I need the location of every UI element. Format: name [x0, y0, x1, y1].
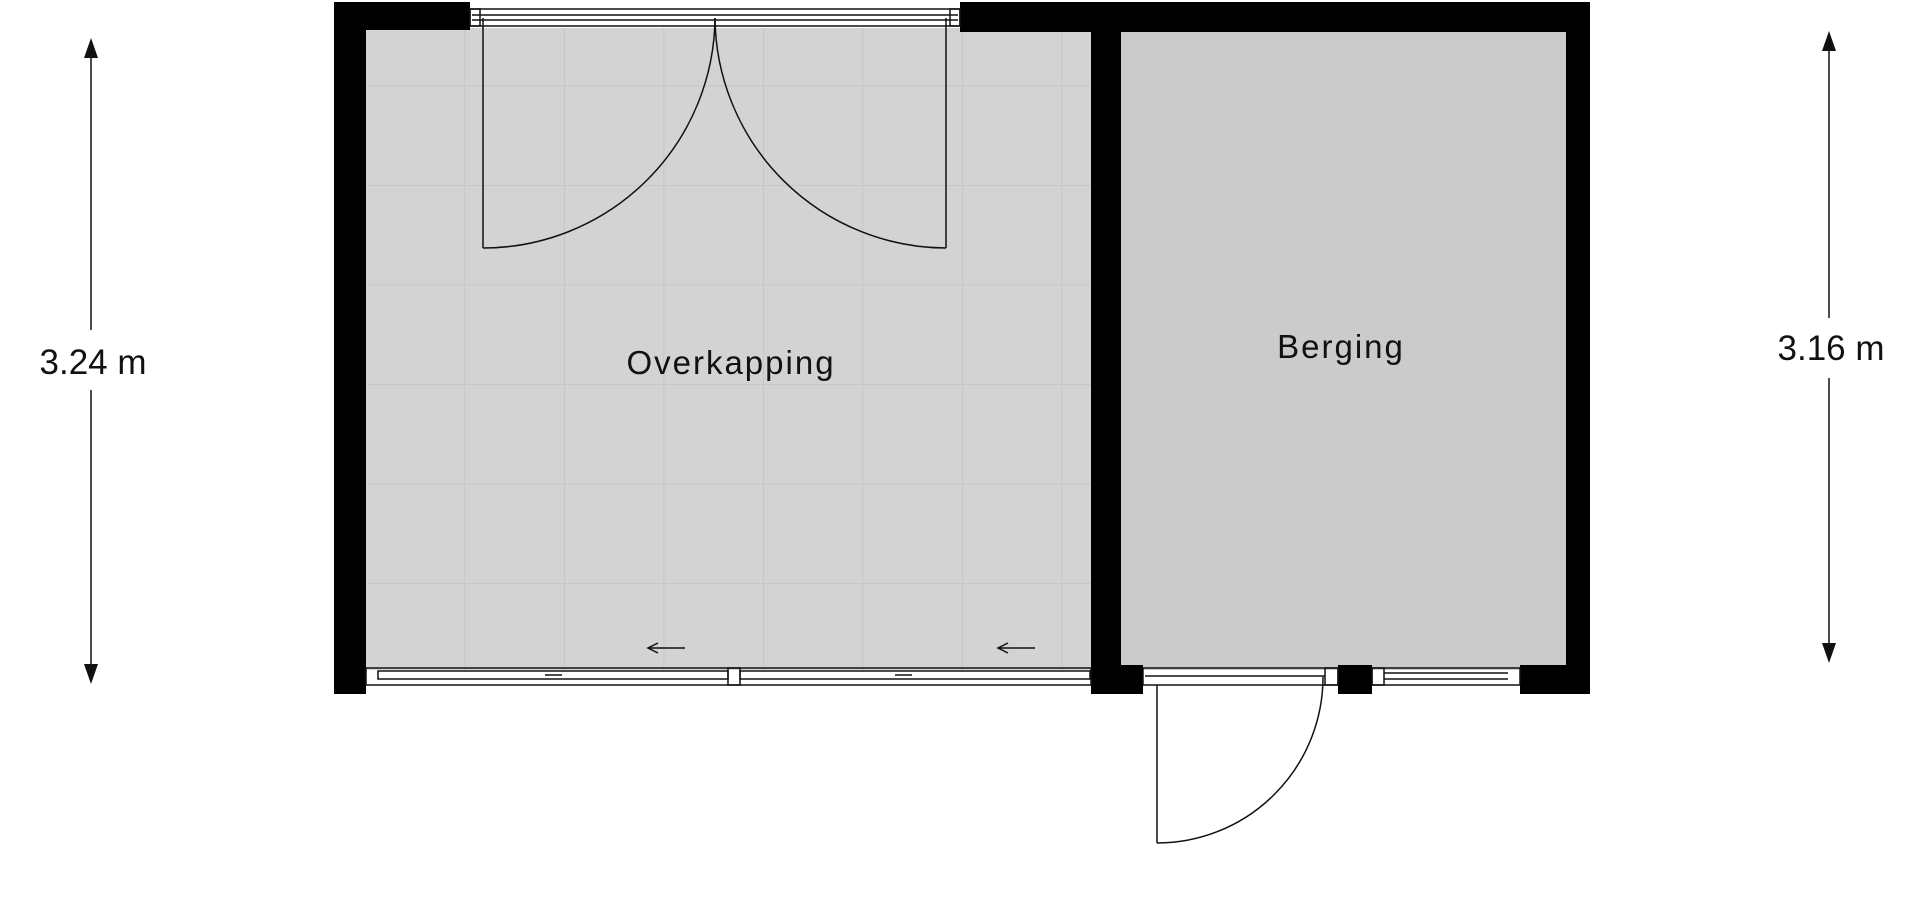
berging-door-swing: [1156, 676, 1324, 844]
wall-bottom-pillar: [1338, 665, 1372, 694]
sliding-door-frame: [365, 667, 1092, 686]
slide-arrow-right: [996, 642, 1035, 654]
room-label-berging: Berging: [1277, 328, 1405, 365]
walls: [334, 2, 1590, 694]
dimension-right-label: 3.16 m: [1778, 329, 1885, 368]
arrowhead-down-icon: [1822, 643, 1836, 663]
wall-bottom-right-stub: [1520, 665, 1590, 694]
wall-right: [1566, 2, 1590, 694]
dimension-left-label: 3.24 m: [40, 343, 147, 382]
wall-top-right: [960, 2, 1590, 32]
berging-door: [1156, 676, 1324, 844]
double-door: [482, 17, 947, 249]
berging-window-frame: [1371, 667, 1521, 686]
slide-arrow-left: [646, 642, 685, 654]
berging-floor: [1121, 28, 1566, 670]
door-swing-left: [482, 17, 716, 249]
berging-bottom-frames: [1142, 667, 1521, 686]
dimension-left: 3.24 m: [40, 38, 147, 684]
wall-left: [334, 2, 366, 694]
room-label-overkapping: Overkapping: [626, 344, 835, 381]
dimension-right: 3.16 m: [1778, 31, 1885, 663]
wall-top-left: [334, 2, 470, 30]
wall-bottom-middle-stub: [1091, 665, 1143, 694]
arrowhead-down-icon: [84, 664, 98, 684]
arrowhead-up-icon: [1822, 31, 1836, 51]
wall-bottom-left-stub: [334, 665, 366, 694]
slide-arrows: [646, 642, 1035, 654]
arrowhead-up-icon: [84, 38, 98, 58]
wall-middle: [1091, 2, 1121, 694]
door-swing-right: [714, 17, 947, 249]
